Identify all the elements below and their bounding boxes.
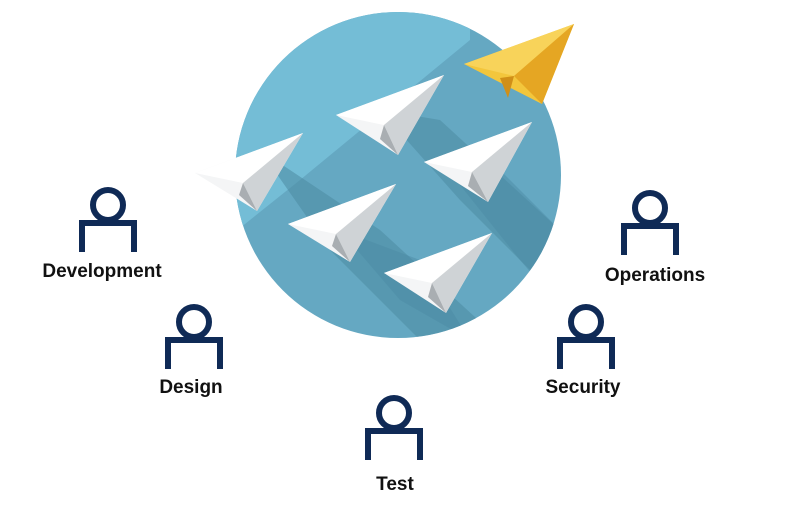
role-label-operations: Operations — [604, 265, 706, 286]
role-label-security: Security — [545, 377, 621, 398]
person-outline-icon — [557, 304, 615, 369]
role-label-design: Design — [159, 377, 223, 398]
plane-shadow — [380, 110, 560, 300]
person-outline-icon — [621, 190, 679, 255]
paper-plane-icon — [384, 233, 492, 313]
person-outline-icon — [79, 187, 137, 252]
person-outline-icon — [365, 395, 423, 460]
gold-paper-plane-icon — [464, 24, 574, 104]
role-label-development: Development — [42, 261, 162, 282]
paper-plane-icon — [195, 133, 303, 211]
role-label-test: Test — [376, 474, 414, 495]
paper-plane-icon — [424, 122, 532, 202]
paper-plane-icon — [336, 75, 444, 155]
person-outline-icon — [165, 304, 223, 369]
paper-plane-icon — [288, 184, 396, 262]
